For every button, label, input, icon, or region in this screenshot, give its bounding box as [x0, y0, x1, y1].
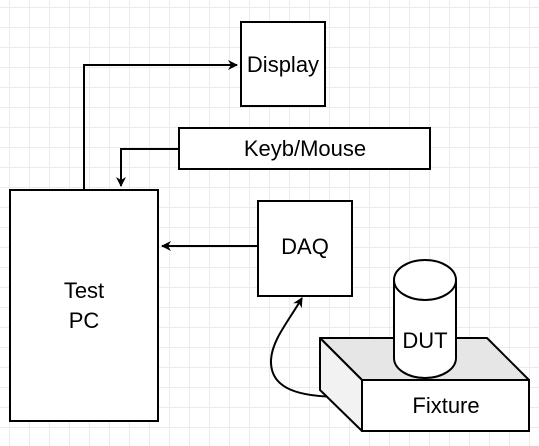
dut-node[interactable]: DUT	[393, 259, 457, 379]
dut-label: DUT	[402, 328, 447, 353]
edge-keyboard-to-pc	[116, 148, 179, 187]
edge-fixture-to-daq	[269, 297, 351, 399]
keyboard-mouse-label: Keyb/Mouse	[244, 136, 366, 161]
daq-label: DAQ	[281, 234, 329, 259]
edge-pc-to-display	[83, 60, 238, 190]
display-label: Display	[247, 52, 319, 77]
test-pc-label-line1: Test	[64, 278, 104, 303]
fixture-label: Fixture	[412, 393, 479, 418]
test-pc-node[interactable]: Test PC	[9, 189, 159, 422]
display-node[interactable]: Display	[240, 21, 326, 107]
daq-node[interactable]: DAQ	[257, 200, 353, 297]
keyboard-mouse-node[interactable]: Keyb/Mouse	[178, 127, 431, 170]
test-pc-label-line2: PC	[69, 308, 100, 333]
